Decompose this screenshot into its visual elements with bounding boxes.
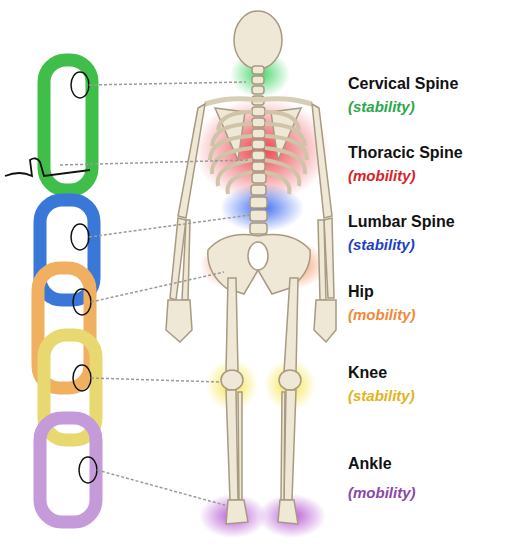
region-label: Thoracic Spine [348, 144, 463, 162]
leader-lines [60, 82, 250, 506]
wire [5, 158, 90, 176]
chain-link-purple [40, 418, 96, 522]
region-label: Ankle [348, 455, 392, 473]
region-label: Hip [348, 283, 374, 301]
thoracic-glow [194, 98, 330, 202]
role-label: (mobility) [348, 484, 416, 501]
region-label: Cervical Spine [348, 75, 458, 93]
ankle-glow [258, 494, 326, 538]
chain-rings [71, 72, 97, 483]
role-label: (stability) [348, 98, 415, 115]
region-label: Lumbar Spine [348, 213, 455, 231]
skeleton [166, 11, 336, 524]
role-label: (mobility) [348, 167, 416, 184]
chain [38, 60, 96, 522]
role-label: (stability) [348, 236, 415, 253]
role-label: (mobility) [348, 306, 416, 323]
region-label: Knee [348, 364, 387, 382]
role-label: (stability) [348, 387, 415, 404]
